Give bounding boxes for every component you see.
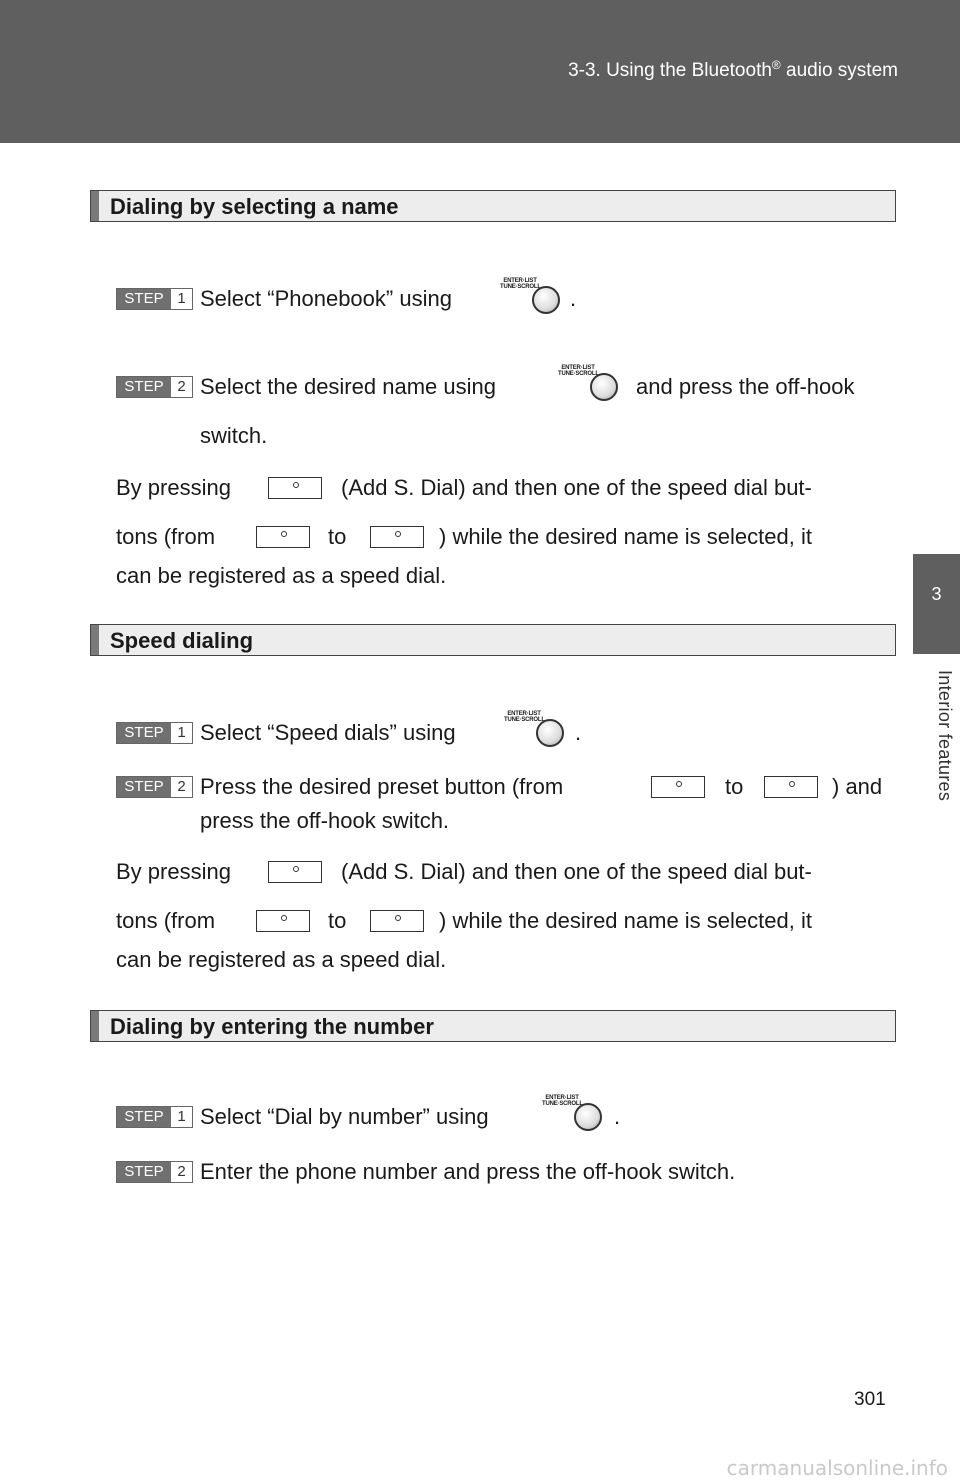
step-number: 1 <box>171 723 192 743</box>
step-text-cont: switch. <box>200 423 268 448</box>
preset-button-icon <box>268 477 322 499</box>
preset-button-icon <box>268 861 322 883</box>
note-text: (Add S. Dial) and then one of the speed … <box>341 475 812 500</box>
registered-mark: ® <box>771 58 781 72</box>
section-heading-name: Dialing by selecting a name <box>90 190 896 222</box>
note-text: By pressing <box>116 475 231 500</box>
note-text: can be registered as a speed dial. <box>116 947 447 972</box>
step-text: Select “Dial by number” using <box>200 1104 489 1129</box>
step-text: Select “Phonebook” using <box>200 286 452 311</box>
step-word: STEP <box>117 1162 171 1182</box>
chapter-label: Interior features <box>935 670 955 802</box>
note-text: (Add S. Dial) and then one of the speed … <box>341 859 812 884</box>
note-text: ) while the desired name is selected, it <box>439 524 812 549</box>
preset-button-icon <box>370 910 424 932</box>
preset-button-icon <box>764 776 818 798</box>
step-text-end: . <box>614 1104 621 1129</box>
preset-button-icon <box>256 526 310 548</box>
preset-button-icon <box>370 526 424 548</box>
page-header-bar: 3-3. Using the Bluetooth® audio system <box>0 0 960 143</box>
watermark: carmanualsonline.info <box>726 1456 948 1480</box>
step-text-end: . <box>570 286 577 311</box>
note-text: ) while the desired name is selected, it <box>439 908 812 933</box>
step-badge: STEP 2 <box>116 1161 193 1183</box>
step-text-cont: to <box>725 774 744 799</box>
section-title-text: 3-3. Using the Bluetooth <box>568 60 772 81</box>
section-heading-text: Speed dialing <box>110 628 254 653</box>
step-badge: STEP 1 <box>116 722 193 744</box>
note-text: to <box>328 908 347 933</box>
section-heading-number: Dialing by entering the number <box>90 1010 896 1042</box>
section-title: 3-3. Using the Bluetooth® audio system <box>568 58 898 82</box>
step-word: STEP <box>117 377 171 397</box>
step-number: 1 <box>171 289 192 309</box>
chapter-tab: 3 <box>913 554 960 654</box>
note-text: to <box>328 524 347 549</box>
chapter-number: 3 <box>931 584 942 604</box>
preset-button-icon <box>651 776 705 798</box>
step-word: STEP <box>117 1107 171 1127</box>
note-text: can be registered as a speed dial. <box>116 563 447 588</box>
note-text: By pressing <box>116 859 231 884</box>
step-text: Select the desired name using <box>200 374 496 399</box>
section-heading-speed: Speed dialing <box>90 624 896 656</box>
step-badge: STEP 1 <box>116 288 193 310</box>
step-text-cont: press the off-hook switch. <box>200 808 450 833</box>
step-text: Enter the phone number and press the off… <box>200 1159 736 1184</box>
step-text-cont: and press the off-hook <box>636 374 855 399</box>
section-title-suffix: audio system <box>780 60 898 81</box>
note-text: tons (from <box>116 908 216 933</box>
section-heading-text: Dialing by selecting a name <box>110 194 399 219</box>
step-number: 2 <box>171 1162 192 1182</box>
section-heading-text: Dialing by entering the number <box>110 1014 434 1039</box>
note-text: tons (from <box>116 524 216 549</box>
page-number: 301 <box>854 1389 886 1410</box>
step-number: 1 <box>171 1107 192 1127</box>
step-word: STEP <box>117 723 171 743</box>
step-text: Select “Speed dials” using <box>200 720 456 745</box>
step-word: STEP <box>117 777 171 797</box>
step-badge: STEP 2 <box>116 776 193 798</box>
step-number: 2 <box>171 377 192 397</box>
step-badge: STEP 2 <box>116 376 193 398</box>
step-badge: STEP 1 <box>116 1106 193 1128</box>
step-text: Press the desired preset button (from <box>200 774 564 799</box>
preset-button-icon <box>256 910 310 932</box>
step-number: 2 <box>171 777 192 797</box>
step-text-cont: ) and <box>832 774 883 799</box>
step-word: STEP <box>117 289 171 309</box>
step-text-end: . <box>575 720 582 745</box>
